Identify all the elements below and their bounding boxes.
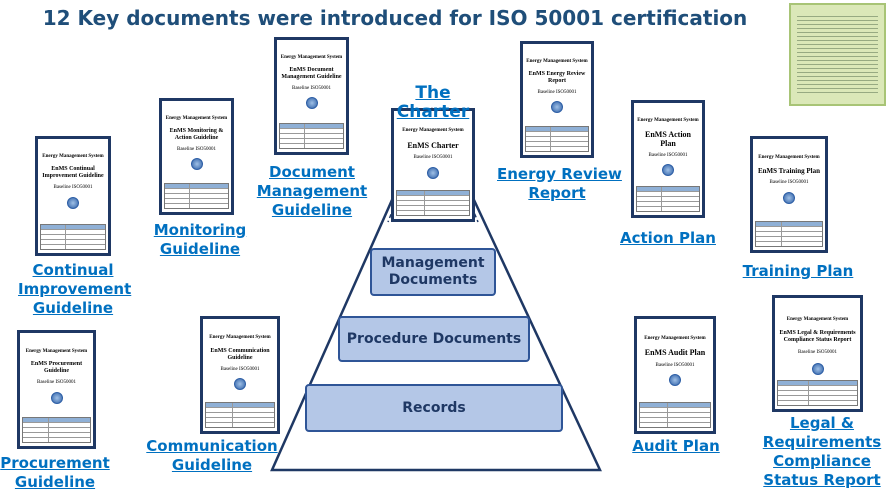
layer-records: Records <box>305 384 563 432</box>
link-the-charter[interactable]: The Charter <box>383 84 483 122</box>
layer-procedure-documents: Procedure Documents <box>338 316 530 362</box>
link-action-plan[interactable]: Action Plan <box>618 229 718 248</box>
link-audit-plan[interactable]: Audit Plan <box>626 437 726 456</box>
link-training-plan[interactable]: Training Plan <box>738 262 858 281</box>
